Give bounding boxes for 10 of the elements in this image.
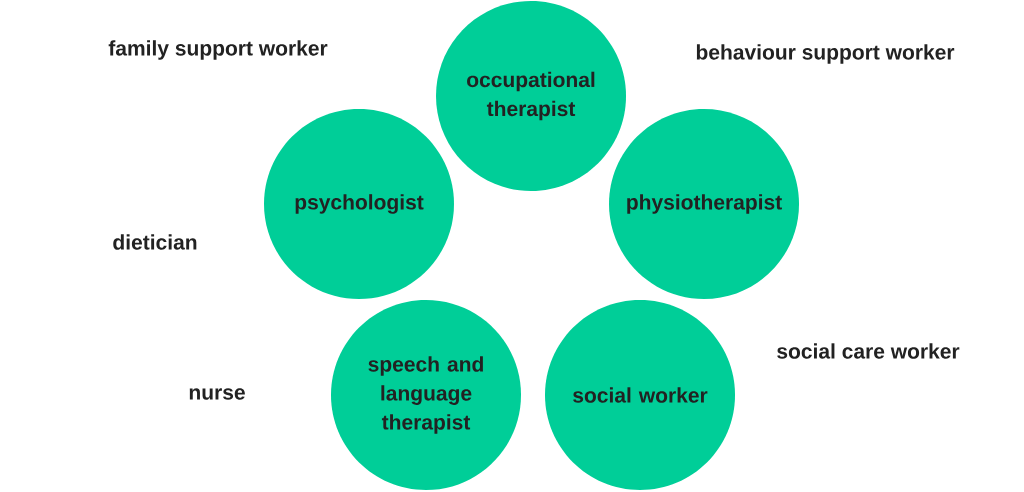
- role-label: dietician: [113, 234, 197, 250]
- role-label: nurse: [189, 388, 245, 400]
- circle-node: speech and language therapist: [331, 300, 521, 490]
- circle-node: psychologist: [264, 109, 454, 299]
- role-label: social care worker: [777, 343, 960, 359]
- role-label: behaviour support worker: [696, 44, 955, 64]
- circle-node: physiotherapist: [609, 109, 799, 299]
- circle-node: social worker: [545, 300, 735, 490]
- role-label: family support worker: [108, 40, 328, 60]
- circle-node: occupational therapist: [436, 1, 626, 191]
